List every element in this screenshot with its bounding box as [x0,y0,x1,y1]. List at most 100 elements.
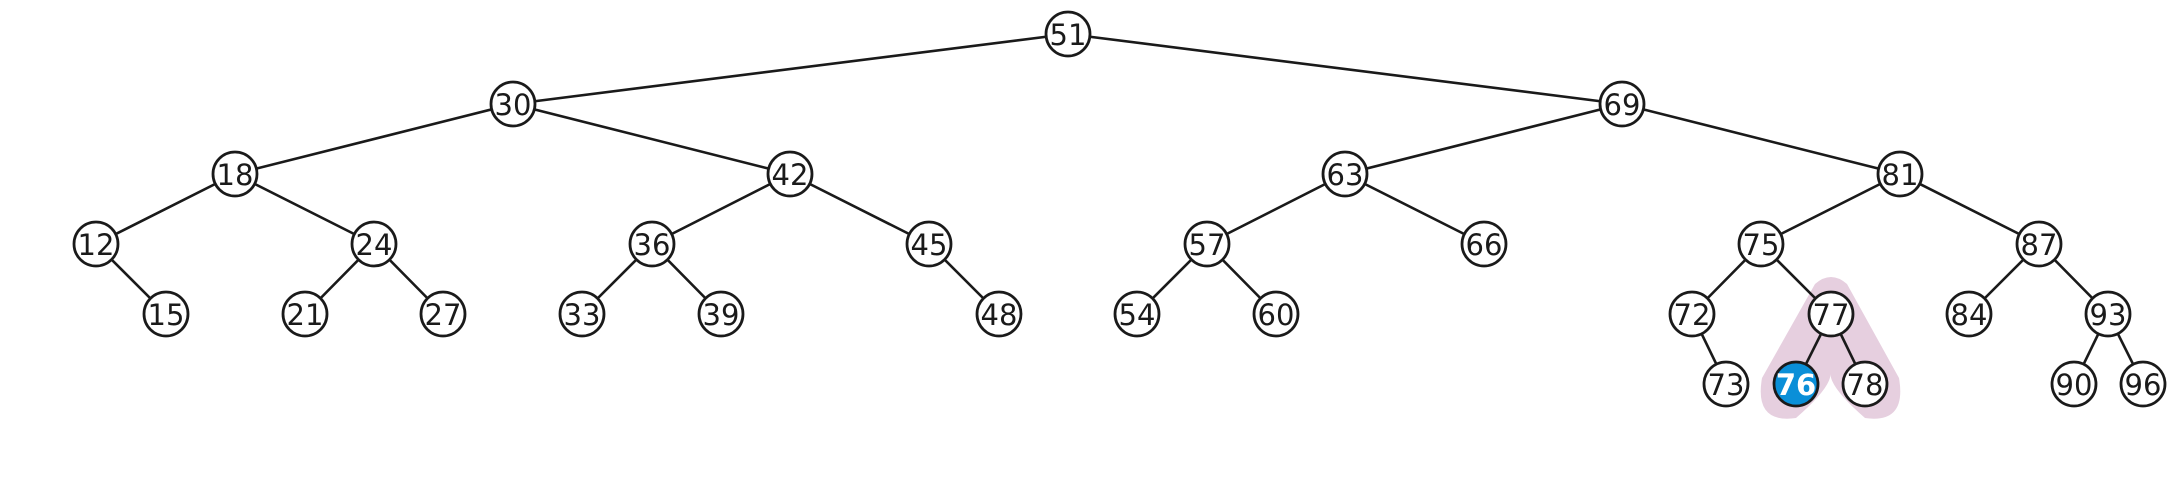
node-label-45: 45 [911,228,948,262]
tree-node-78: 78 [1841,360,1889,408]
tree-node-18: 18 [211,150,259,198]
node-circle-24 [350,220,398,268]
edge-81-87 [1898,172,2041,246]
tree-node-81: 81 [1876,150,1924,198]
node-circle-63 [1321,150,1369,198]
node-label-21: 21 [287,298,324,332]
tree-node-90: 90 [2050,360,2098,408]
tree-node-76: 76 [1772,360,1820,408]
node-label-76: 76 [1776,368,1816,402]
node-circle-81 [1876,150,1924,198]
node-label-66: 66 [1466,228,1503,262]
node-circle-87 [2015,220,2063,268]
edge-42-45 [788,172,931,246]
tree-node-39: 39 [697,290,745,338]
tree-node-48: 48 [975,290,1023,338]
tree-node-57: 57 [1183,220,1231,268]
node-circle-36 [628,220,676,268]
tree-node-77: 77 [1807,290,1855,338]
node-label-30: 30 [495,88,532,122]
node-circle-45 [905,220,953,268]
tree-node-63: 63 [1321,150,1369,198]
edge-69-81 [1620,102,1902,176]
node-circle-54 [1113,290,1161,338]
node-circle-15 [142,290,190,338]
node-circle-84 [1945,290,1993,338]
tree-node-21: 21 [281,290,329,338]
edge-51-30 [511,32,1070,106]
edge-69-63 [1343,102,1624,176]
tree-node-24: 24 [350,220,398,268]
node-label-42: 42 [772,158,809,192]
node-label-12: 12 [78,228,115,262]
tree-node-51: 51 [1044,10,1092,58]
node-circle-42 [766,150,814,198]
node-label-75: 75 [1743,228,1780,262]
node-circle-27 [419,290,467,338]
node-circle-90 [2050,360,2098,408]
tree-node-45: 45 [905,220,953,268]
node-label-87: 87 [2021,228,2058,262]
tree-node-75: 75 [1737,220,1785,268]
node-circle-21 [281,290,329,338]
node-circle-78 [1841,360,1889,408]
node-label-63: 63 [1327,158,1364,192]
edge-18-24 [233,172,376,246]
node-label-90: 90 [2056,368,2093,402]
node-label-84: 84 [1951,298,1988,332]
node-circle-57 [1183,220,1231,268]
node-label-36: 36 [634,228,671,262]
tree-node-27: 27 [419,290,467,338]
edge-63-57 [1205,172,1347,246]
node-label-48: 48 [981,298,1018,332]
tree-node-96: 96 [2119,360,2167,408]
edge-42-36 [650,172,792,246]
node-circle-33 [558,290,606,338]
tree-node-60: 60 [1252,290,1300,338]
node-circle-48 [975,290,1023,338]
node-label-57: 57 [1189,228,1226,262]
node-label-39: 39 [703,298,740,332]
node-label-51: 51 [1050,18,1087,52]
tree-node-66: 66 [1460,220,1508,268]
node-label-24: 24 [356,228,393,262]
edge-18-12 [94,172,237,246]
tree-node-36: 36 [628,220,676,268]
edge-30-18 [233,102,515,176]
node-label-15: 15 [148,298,185,332]
node-circle-75 [1737,220,1785,268]
node-circle-18 [211,150,259,198]
node-label-81: 81 [1882,158,1919,192]
tree-node-12: 12 [72,220,120,268]
node-label-77: 77 [1813,298,1850,332]
node-label-72: 72 [1674,298,1711,332]
node-circle-73 [1702,360,1750,408]
tree-node-72: 72 [1668,290,1716,338]
node-label-54: 54 [1119,298,1156,332]
tree-node-69: 69 [1598,80,1646,128]
tree-node-30: 30 [489,80,537,128]
node-circle-51 [1044,10,1092,58]
edge-63-66 [1343,172,1486,246]
tree-node-73: 73 [1702,360,1750,408]
node-circle-72 [1668,290,1716,338]
edge-51-69 [1066,32,1624,106]
node-label-93: 93 [2090,298,2127,332]
node-label-18: 18 [217,158,254,192]
node-circle-66 [1460,220,1508,268]
node-circle-60 [1252,290,1300,338]
tree-node-54: 54 [1113,290,1161,338]
tree-node-93: 93 [2084,290,2132,338]
node-label-60: 60 [1258,298,1295,332]
node-label-78: 78 [1847,368,1884,402]
node-circle-93 [2084,290,2132,338]
tree-node-15: 15 [142,290,190,338]
edge-30-42 [511,102,792,176]
tree-node-87: 87 [2015,220,2063,268]
node-label-96: 96 [2125,368,2162,402]
node-circle-12 [72,220,120,268]
node-label-73: 73 [1708,368,1745,402]
node-circle-69 [1598,80,1646,128]
